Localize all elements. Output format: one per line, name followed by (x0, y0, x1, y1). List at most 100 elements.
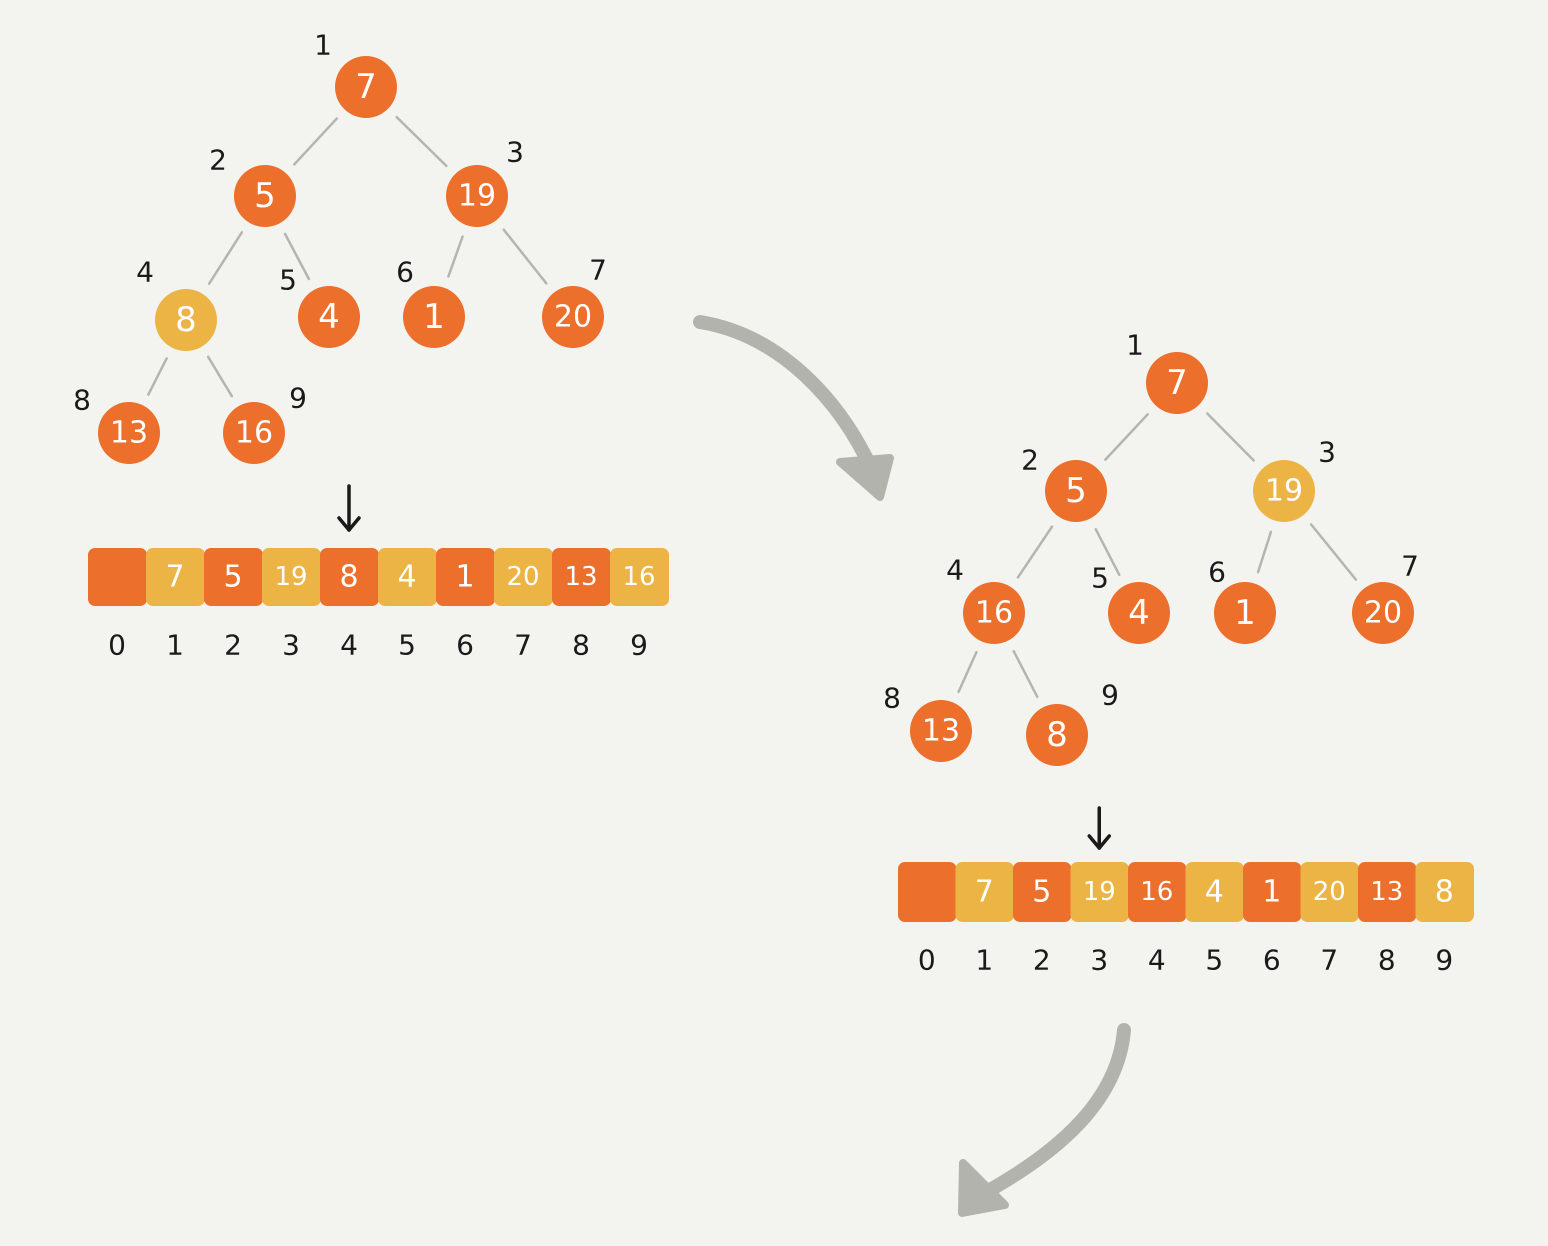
array-index-label: 6 (456, 629, 474, 662)
tree-node-index: 7 (1401, 550, 1419, 583)
tree-node-circle (335, 56, 397, 118)
tree-node-index: 9 (289, 382, 307, 415)
tree-node-value: 13 (110, 416, 148, 451)
flow-arrow-continue-head-icon (958, 1159, 1009, 1217)
array-cell (898, 862, 957, 922)
tree-node-index: 5 (279, 264, 297, 297)
array-cell (262, 548, 321, 606)
tree-node: 16 (223, 402, 285, 464)
tree-node-value: 8 (175, 300, 197, 340)
tree-edge (1012, 649, 1039, 699)
array-cell (1013, 862, 1072, 922)
tree-node-circle (1214, 582, 1276, 644)
array-cell (1358, 862, 1417, 922)
array-cell (378, 548, 437, 606)
tree-node-index: 4 (946, 554, 964, 587)
tree-node-index: 9 (1101, 679, 1119, 712)
array-index-label: 4 (340, 629, 358, 662)
array-cell-value: 5 (223, 560, 242, 595)
tree-node-index: 1 (314, 29, 332, 62)
tree-node-circle (446, 165, 508, 227)
array-index-label: 7 (1320, 944, 1338, 977)
tree-node-circle (963, 582, 1025, 644)
tree-edge (1094, 527, 1121, 577)
array-cell-value: 1 (455, 560, 474, 595)
tree-node: 8 (1026, 704, 1088, 766)
tree-node-value: 4 (318, 297, 340, 337)
pointer-arrow-icon (1087, 806, 1111, 850)
array-index-label: 2 (224, 629, 242, 662)
tree-node-index: 6 (1208, 556, 1226, 589)
tree-edge (283, 232, 311, 281)
array-cell (1185, 862, 1244, 922)
array-cell (1300, 862, 1359, 922)
tree-node-index: 4 (136, 256, 154, 289)
tree-edge (147, 357, 168, 396)
tree-node-index: 7 (589, 254, 607, 287)
array-index-label: 5 (398, 629, 416, 662)
tree-node: 1 (1214, 582, 1276, 644)
array-index-label: 9 (630, 629, 648, 662)
tree-node-value: 4 (1128, 593, 1150, 633)
array-cell-value: 7 (165, 560, 184, 595)
tree-node-circle (910, 700, 972, 762)
tree-node: 13 (910, 700, 972, 762)
tree-node-value: 20 (1364, 596, 1402, 631)
tree-node: 19 (446, 165, 508, 227)
tree-node: 19 (1253, 460, 1315, 522)
array-cell-value: 16 (622, 562, 655, 592)
tree-node-circle (1253, 460, 1315, 522)
array-cell (1070, 862, 1129, 922)
tree-node: 4 (1108, 582, 1170, 644)
tree-node: 7 (335, 56, 397, 118)
tree-edge (1104, 413, 1149, 461)
heap-step-before: 7152193844516207138169071521938445162071… (73, 29, 669, 662)
array-index-label: 8 (1378, 944, 1396, 977)
array-cell (88, 548, 147, 606)
array-index-label: 9 (1435, 944, 1453, 977)
tree-node-circle (234, 165, 296, 227)
tree-node-circle (298, 286, 360, 348)
tree-node-circle (155, 289, 217, 351)
tree-node: 16 (963, 582, 1025, 644)
array-cell (1243, 862, 1302, 922)
array-cell-value: 20 (1313, 877, 1346, 907)
tree-node-circle (1108, 582, 1170, 644)
tree-node-circle (1026, 704, 1088, 766)
tree-node-value: 7 (1166, 363, 1188, 403)
tree-node-index: 8 (883, 682, 901, 715)
array-index-label: 3 (1090, 944, 1108, 977)
array-cell (494, 548, 553, 606)
array-cell-value: 8 (1435, 875, 1454, 910)
heap-step-after: 7152193164451620713889071521931644516207… (883, 329, 1474, 977)
array-index-label: 6 (1263, 944, 1281, 977)
array-cell-value: 8 (339, 560, 358, 595)
tree-node: 13 (98, 402, 160, 464)
array-index-label: 8 (572, 629, 590, 662)
tree-node-value: 5 (1065, 471, 1087, 511)
tree-node-circle (1146, 352, 1208, 414)
array-cell-value: 4 (1205, 875, 1224, 910)
array-cell (436, 548, 495, 606)
tree-node-circle (98, 402, 160, 464)
flow-arrow-icon (693, 315, 879, 477)
tree-edge (1309, 523, 1358, 581)
tree-node-index: 3 (506, 136, 524, 169)
flow-arrow-head-icon (836, 454, 894, 501)
array-index-label: 1 (166, 629, 184, 662)
tree-node-index: 2 (1021, 444, 1039, 477)
tree-edge (207, 231, 244, 285)
array-cell-value: 16 (1140, 877, 1173, 907)
array-cell-value: 7 (975, 875, 994, 910)
array-index-label: 3 (282, 629, 300, 662)
tree-node-index: 3 (1318, 436, 1336, 469)
array-cell-value: 5 (1032, 875, 1051, 910)
array-index-label: 2 (1033, 944, 1051, 977)
tree-node: 5 (234, 165, 296, 227)
array-cell (552, 548, 611, 606)
array-cell (320, 548, 379, 606)
array-cell-value: 4 (397, 560, 416, 595)
